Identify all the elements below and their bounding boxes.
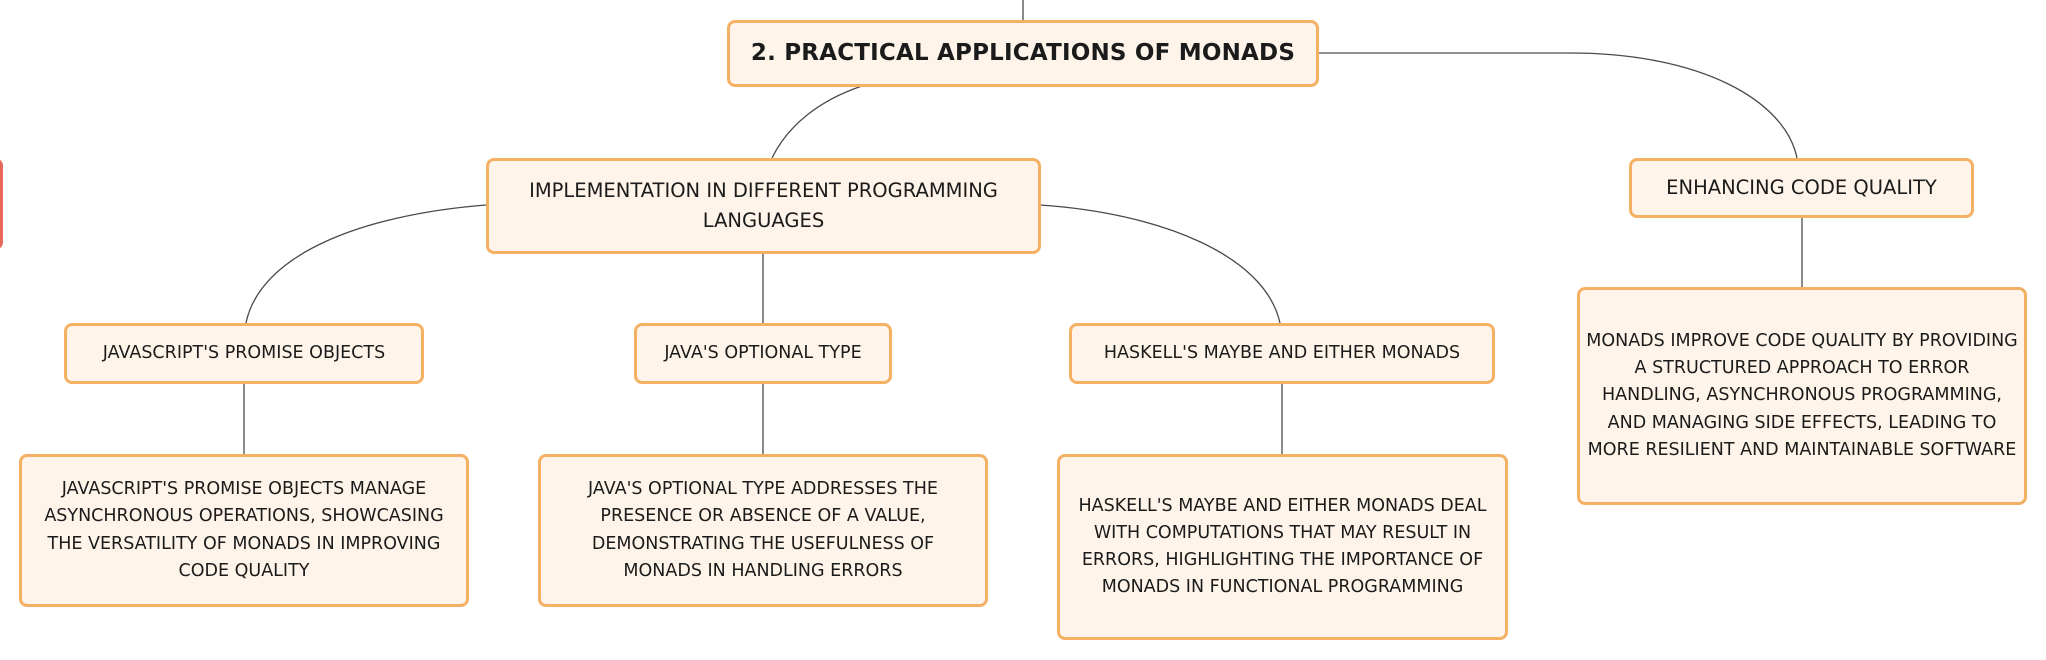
edge-implementation-to-javascript bbox=[245, 204, 487, 324]
quality-node[interactable]: ENHANCING CODE QUALITY bbox=[1629, 158, 1974, 218]
java-optional-detail-node[interactable]: JAVA'S OPTIONAL TYPE ADDRESSES THE PRESE… bbox=[538, 454, 988, 607]
root-node[interactable]: 2. PRACTICAL APPLICATIONS OF MONADS bbox=[727, 20, 1319, 87]
edge-implementation-to-haskell bbox=[1039, 204, 1281, 324]
partial-offscreen-node[interactable] bbox=[0, 158, 3, 250]
edge-root-to-quality bbox=[1318, 52, 1798, 159]
quality-detail: MONADS IMPROVE CODE QUALITY BY PROVIDING… bbox=[1586, 331, 2018, 460]
implementation-node[interactable]: IMPLEMENTATION IN DIFFERENT PROGRAMMING … bbox=[486, 158, 1041, 254]
quality-detail-node[interactable]: MONADS IMPROVE CODE QUALITY BY PROVIDING… bbox=[1577, 287, 2027, 505]
java-optional-node[interactable]: JAVA'S OPTIONAL TYPE bbox=[634, 323, 892, 384]
javascript-promise-detail: JAVASCRIPT'S PROMISE OBJECTS MANAGE ASYN… bbox=[44, 479, 444, 581]
haskell-maybe-either-detail: HASKELL'S MAYBE AND EITHER MONADS DEAL W… bbox=[1078, 495, 1487, 598]
java-optional-label: JAVA'S OPTIONAL TYPE bbox=[664, 342, 862, 363]
quality-node-label: ENHANCING CODE QUALITY bbox=[1666, 175, 1937, 199]
root-node-label: 2. PRACTICAL APPLICATIONS OF MONADS bbox=[750, 39, 1296, 66]
java-optional-detail: JAVA'S OPTIONAL TYPE ADDRESSES THE PRESE… bbox=[588, 479, 938, 581]
edge-root-to-implementation bbox=[771, 85, 863, 159]
haskell-maybe-either-node[interactable]: HASKELL'S MAYBE AND EITHER MONADS bbox=[1069, 323, 1495, 384]
haskell-maybe-either-detail-node[interactable]: HASKELL'S MAYBE AND EITHER MONADS DEAL W… bbox=[1057, 454, 1508, 640]
haskell-maybe-either-label: HASKELL'S MAYBE AND EITHER MONADS bbox=[1103, 342, 1461, 363]
implementation-node-label: IMPLEMENTATION IN DIFFERENT PROGRAMMING … bbox=[529, 178, 998, 232]
javascript-promise-detail-node[interactable]: JAVASCRIPT'S PROMISE OBJECTS MANAGE ASYN… bbox=[19, 454, 469, 607]
javascript-promise-label: JAVASCRIPT'S PROMISE OBJECTS bbox=[102, 342, 386, 363]
javascript-promise-node[interactable]: JAVASCRIPT'S PROMISE OBJECTS bbox=[64, 323, 424, 384]
